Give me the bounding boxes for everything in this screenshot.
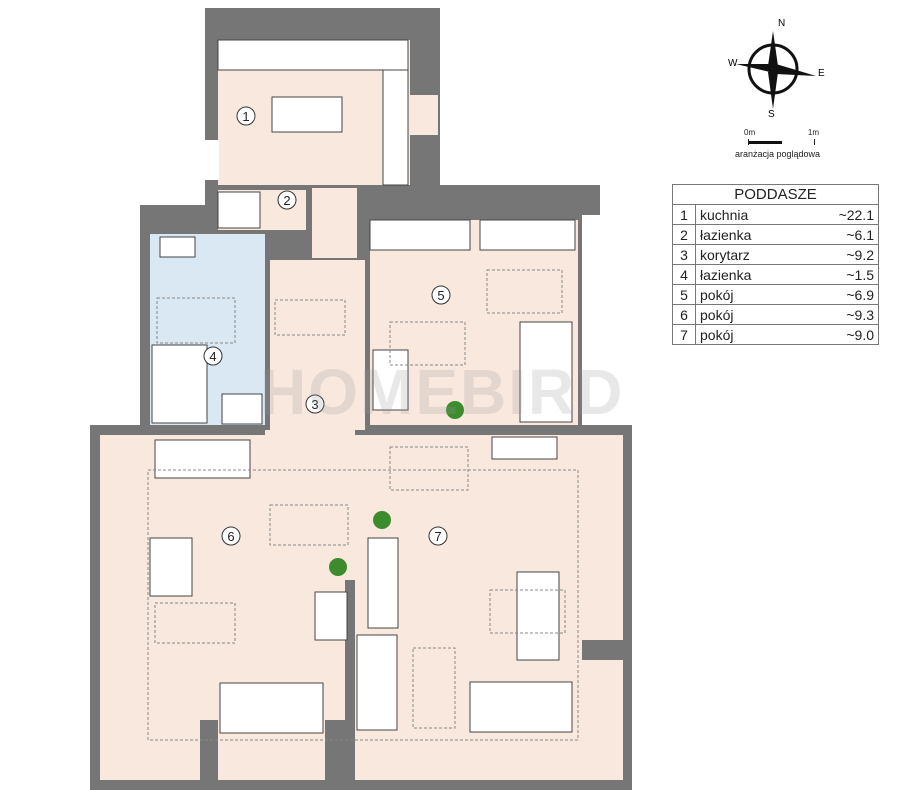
desk-7 (516, 571, 560, 661)
plant (446, 401, 464, 419)
skylight (274, 299, 346, 336)
room-marker-1: 1 (236, 106, 256, 126)
skylight (412, 647, 456, 729)
svg-text:E: E (818, 68, 825, 79)
svg-text:4: 4 (209, 349, 216, 364)
skylight (389, 321, 466, 366)
room-marker-5: 5 (431, 285, 451, 305)
compass-rose: N E S W (728, 18, 825, 119)
scale-start: 0m (744, 128, 756, 137)
scale-caption: aranżacja poglądowa (734, 149, 821, 159)
sofa-7 (356, 634, 398, 731)
door-gap (205, 140, 219, 180)
roof-slope-line (147, 469, 579, 741)
svg-text:5: 5 (437, 288, 444, 303)
room-marker-4: 4 (203, 346, 223, 366)
watermark: HOMEBIRD (260, 356, 625, 428)
bath-vanity (159, 236, 196, 258)
shelf-7 (367, 537, 399, 629)
room-marker-2: 2 (277, 190, 297, 210)
sofa-6 (154, 439, 251, 479)
kitchen-counter (217, 39, 409, 71)
svg-text:3: 3 (311, 397, 318, 412)
scale-bar: 0m 1m aranżacja poglądowa (730, 128, 825, 159)
bed-6 (219, 682, 324, 734)
wall-notch-right (582, 640, 632, 660)
furniture (149, 39, 576, 734)
dining-table (271, 96, 343, 133)
room-marker-3: 3 (305, 394, 325, 414)
scale-end: 1m (807, 128, 819, 137)
wardrobe-5a (369, 219, 471, 251)
room-marker-7: 7 (428, 526, 448, 546)
hall-connector (312, 188, 357, 258)
bed-5 (519, 321, 573, 423)
skylight (486, 269, 563, 314)
bed-7 (469, 681, 573, 733)
wall-notch-6 (200, 720, 218, 790)
skylight (156, 297, 236, 344)
skylight (489, 589, 566, 634)
plant (373, 511, 391, 529)
plant (329, 558, 347, 576)
kitchen-counter-side (382, 69, 409, 186)
plants (329, 401, 464, 576)
svg-text:W: W (728, 58, 738, 69)
wardrobe-5b (479, 219, 576, 251)
svg-text:7: 7 (434, 529, 441, 544)
shower (217, 191, 261, 229)
svg-text:2: 2 (283, 193, 290, 208)
desk-6 (149, 537, 193, 597)
tv-unit-7 (491, 436, 558, 460)
cabinet-6 (314, 591, 348, 641)
svg-text:6: 6 (227, 529, 234, 544)
skylight (154, 602, 236, 644)
skylights (147, 269, 579, 741)
room-marker-6: 6 (221, 526, 241, 546)
skylight (389, 446, 469, 491)
room-number-markers: 1 2 3 4 5 6 7 (203, 106, 451, 546)
bathtub (151, 344, 208, 424)
svg-text:N: N (778, 18, 785, 29)
skylight (269, 504, 349, 546)
svg-text:S: S (768, 109, 775, 119)
wall-notch-7 (325, 720, 355, 790)
svg-text:1: 1 (242, 109, 249, 124)
sink (221, 393, 263, 425)
legend-title: PODDASZE (672, 184, 879, 205)
room-1-kitchen-niche (410, 95, 438, 135)
